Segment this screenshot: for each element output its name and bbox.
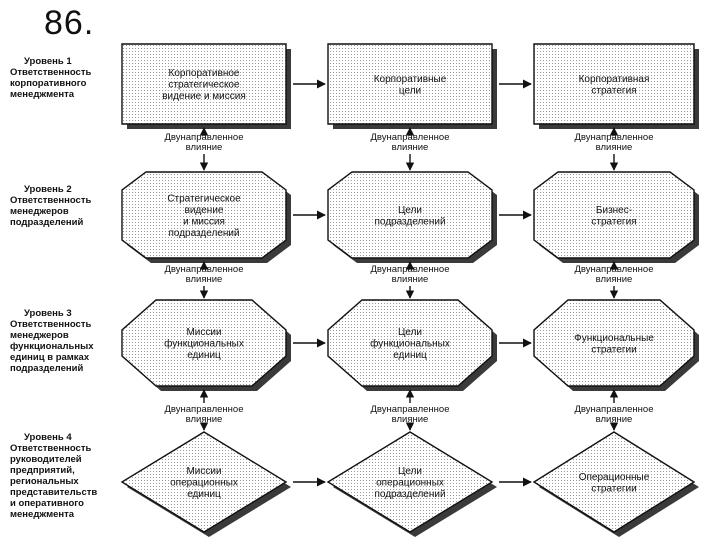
node-label-line: функциональных bbox=[164, 338, 244, 350]
influence-label-line: влияние bbox=[392, 414, 429, 425]
influence-label-line: Двунаправленное bbox=[165, 404, 244, 415]
node-label-line: Миссии bbox=[186, 327, 221, 338]
level-3-description: Уровень 3 Ответственность менеджеров фун… bbox=[10, 308, 116, 374]
node-label-2-3: Бизнес-стратегия bbox=[591, 205, 636, 228]
node-diamond-4-1 bbox=[120, 431, 288, 533]
node-octagon-3-1 bbox=[121, 299, 287, 387]
level-1-text: Ответственность корпоративного менеджмен… bbox=[10, 67, 92, 100]
node-label-line: Цели bbox=[398, 466, 422, 477]
node-hexagon-2-3 bbox=[533, 171, 695, 259]
node-label-line: Миссии bbox=[186, 466, 221, 477]
node-label-line: функциональных bbox=[370, 338, 450, 350]
influence-label-line: Двунаправленное bbox=[165, 264, 244, 275]
level-3-text: Ответственность менеджеров функциональны… bbox=[10, 319, 94, 374]
node-label-line: единиц bbox=[187, 489, 221, 500]
influence-label-line: влияние bbox=[186, 414, 223, 425]
influence-label-line: Двунаправленное bbox=[371, 132, 450, 143]
influence-label-line: Двунаправленное bbox=[575, 404, 654, 415]
node-label-line: подразделений bbox=[374, 216, 445, 227]
influence-label-line: влияние bbox=[392, 142, 429, 153]
node-label-line: подразделений bbox=[168, 228, 239, 239]
influence-label-line: Двунаправленное bbox=[371, 404, 450, 415]
node-label-line: Корпоративные bbox=[374, 74, 447, 85]
node-rect-1-2 bbox=[327, 43, 493, 125]
influence-label-line: влияние bbox=[186, 274, 223, 285]
node-octagon-3-2 bbox=[327, 299, 493, 387]
node-label-line: Цели bbox=[398, 327, 422, 338]
node-rect-1-3 bbox=[533, 43, 695, 125]
level-4-description: Уровень 4 Ответственность руководителей … bbox=[10, 432, 116, 520]
node-label-line: Корпоративное bbox=[169, 68, 240, 79]
node-label-line: стратегия bbox=[591, 216, 636, 227]
level-4-title: Уровень 4 bbox=[24, 432, 72, 443]
node-label-line: Цели bbox=[398, 205, 422, 216]
node-hexagon-2-2 bbox=[327, 171, 493, 259]
node-label-line: стратегическое bbox=[168, 80, 240, 91]
node-label-line: стратегия bbox=[591, 85, 636, 96]
node-rect-1-1 bbox=[121, 43, 287, 125]
node-label-line: Корпоративная bbox=[579, 74, 650, 85]
node-hexagon-2-1 bbox=[121, 171, 287, 259]
influence-label-line: влияние bbox=[596, 414, 633, 425]
level-1-description: Уровень 1 Ответственность корпоративного… bbox=[10, 56, 116, 100]
influence-label-line: Двунаправленное bbox=[575, 264, 654, 275]
influence-label-line: влияние bbox=[596, 274, 633, 285]
node-label-line: Стратегическое bbox=[167, 193, 241, 204]
node-label-line: стратегии bbox=[591, 344, 636, 355]
level-4-text: Ответственность руководителей предприяти… bbox=[10, 443, 98, 520]
node-label-line: операционных bbox=[376, 478, 444, 489]
node-label-line: стратегии bbox=[591, 483, 636, 494]
node-label-line: единиц bbox=[393, 350, 427, 361]
node-label-line: Функциональные bbox=[574, 333, 654, 344]
node-diamond-4-3 bbox=[532, 431, 696, 533]
node-label-line: операционных bbox=[170, 478, 238, 489]
level-2-text: Ответственность менеджеров подразделений bbox=[10, 195, 92, 228]
node-label-line: единиц bbox=[187, 350, 221, 361]
node-label-line: Операционные bbox=[579, 472, 650, 483]
node-label-line: Бизнес- bbox=[596, 205, 632, 216]
node-label-line: видение bbox=[185, 205, 224, 216]
node-octagon-3-3 bbox=[533, 299, 695, 387]
slide-number: 86. bbox=[44, 4, 95, 42]
influence-label-line: Двунаправленное bbox=[371, 264, 450, 275]
influence-label-line: Двунаправленное bbox=[575, 132, 654, 143]
node-label-line: видение и миссия bbox=[162, 91, 246, 102]
influence-label-line: влияние bbox=[186, 142, 223, 153]
level-1-title: Уровень 1 bbox=[24, 56, 72, 67]
node-label-line: и миссия bbox=[183, 216, 225, 227]
influence-label-line: влияние bbox=[596, 142, 633, 153]
influence-label-line: Двунаправленное bbox=[165, 132, 244, 143]
level-3-title: Уровень 3 bbox=[24, 308, 72, 319]
level-2-description: Уровень 2 Ответственность менеджеров под… bbox=[10, 184, 116, 228]
node-label-line: подразделений bbox=[374, 489, 445, 500]
level-2-title: Уровень 2 bbox=[24, 184, 72, 195]
node-label-line: цели bbox=[399, 85, 421, 96]
influence-label-line: влияние bbox=[392, 274, 429, 285]
node-diamond-4-2 bbox=[326, 431, 494, 533]
